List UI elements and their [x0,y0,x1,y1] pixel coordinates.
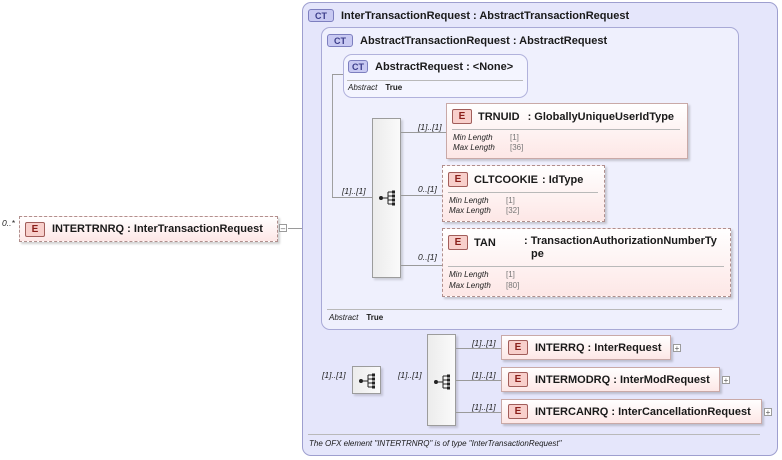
connector-line [332,197,372,198]
facet-divider [448,192,598,193]
element-type: : GloballyUniqueUserIdType [527,110,675,123]
abstract-row: Abstract True [329,313,383,322]
element-type: : TransactionAuthorizationNumberTy pe [524,235,717,260]
sequence-compositor[interactable] [352,366,381,394]
sequence-icon [359,373,375,389]
abstract-label: Abstract [329,313,359,322]
expand-toggle[interactable]: + [764,408,772,417]
connector-line [332,74,333,198]
type-description: The OFX element "INTERTRNRQ" is of type … [309,439,562,448]
connector-line [456,348,502,349]
abstract-label: Abstract [348,83,378,92]
facet-divider [452,129,680,130]
facet-label: Min Length [449,196,489,205]
element-interrq[interactable]: E INTERRQ : InterRequest [501,335,671,360]
root-multiplicity: 0..* [2,218,15,228]
facet-divider [448,266,724,267]
element-multiplicity: [1]..[1] [472,402,496,412]
element-multiplicity: [1]..[1] [472,370,496,380]
element-badge: E [508,404,528,419]
choice-compositor[interactable] [427,334,456,426]
connector-line [456,412,502,413]
facet-label: Max Length [449,206,491,215]
element-badge: E [448,235,468,250]
connector-line [332,74,344,75]
facet-value: [80] [506,281,520,290]
element-cltcookie[interactable]: E CLTCOOKIE : IdType Min Length [1] Max … [442,165,605,222]
complex-type-title: InterTransactionRequest : AbstractTransa… [341,9,630,22]
element-badge: E [452,109,472,124]
expand-toggle[interactable]: + [673,344,681,353]
element-badge: E [508,372,528,387]
facet-label: Max Length [449,281,491,290]
abstract-divider [347,80,523,81]
element-multiplicity: 0..[1] [418,252,437,262]
complex-type-badge: CT [348,60,368,73]
facet-value: [1] [510,133,519,142]
facet-value: [36] [510,143,524,152]
element-name: TAN [474,236,496,249]
abstract-row: Abstract True [348,83,402,92]
expand-toggle[interactable]: + [722,376,730,385]
connector-line [401,195,443,196]
element-title: INTERMODRQ : InterModRequest [535,373,710,386]
element-intermodrq[interactable]: E INTERMODRQ : InterModRequest [501,367,720,392]
complex-type-title: AbstractTransactionRequest : AbstractReq… [360,34,608,47]
element-badge: E [508,340,528,355]
element-badge: E [25,221,45,237]
footer-divider [308,434,760,435]
element-title: INTERCANRQ : InterCancellationRequest [535,405,751,418]
sequence-compositor[interactable] [372,118,401,278]
sequence-icon [379,190,395,206]
choice-multiplicity: [1]..[1] [398,370,422,380]
complex-type-badge: CT [308,9,334,22]
abstract-value: True [385,83,403,92]
sequence-multiplicity: [1]..[1] [322,370,346,380]
facet-label: Min Length [449,270,489,279]
facet-value: [1] [506,196,515,205]
element-tan[interactable]: E TAN : TransactionAuthorizationNumberTy… [442,228,731,297]
element-badge: E [448,172,468,187]
element-title: INTERRQ : InterRequest [535,341,662,354]
connector-line [288,228,314,229]
element-multiplicity: [1]..[1] [472,338,496,348]
abstract-value: True [366,313,384,322]
element-type: : IdType [541,173,584,186]
connector-line [401,265,443,266]
element-name: CLTCOOKIE [474,173,538,186]
element-intercanrq[interactable]: E INTERCANRQ : InterCancellationRequest [501,399,762,424]
collapse-toggle[interactable]: – [279,224,287,233]
complex-type-title: AbstractRequest : <None> [375,60,514,73]
element-name: TRNUID [478,110,520,123]
connector-line [401,132,447,133]
root-element-title: INTERTRNRQ : InterTransactionRequest [52,223,263,235]
choice-icon [434,374,450,390]
abstract-divider [327,309,722,310]
element-trnuid[interactable]: E TRNUID : GloballyUniqueUserIdType Min … [446,103,688,159]
facet-value: [1] [506,270,515,279]
root-element-intertrnrq[interactable]: E INTERTRNRQ : InterTransactionRequest [19,216,278,242]
connector-line [456,380,502,381]
element-multiplicity: [1]..[1] [418,122,442,132]
element-multiplicity: 0..[1] [418,184,437,194]
facet-value: [32] [506,206,520,215]
facet-label: Min Length [453,133,493,142]
sequence-multiplicity: [1]..[1] [342,186,366,196]
facet-label: Max Length [453,143,495,152]
complex-type-badge: CT [327,34,353,47]
complex-type-abstractrequest: CT AbstractRequest : <None> Abstract True [343,54,528,98]
